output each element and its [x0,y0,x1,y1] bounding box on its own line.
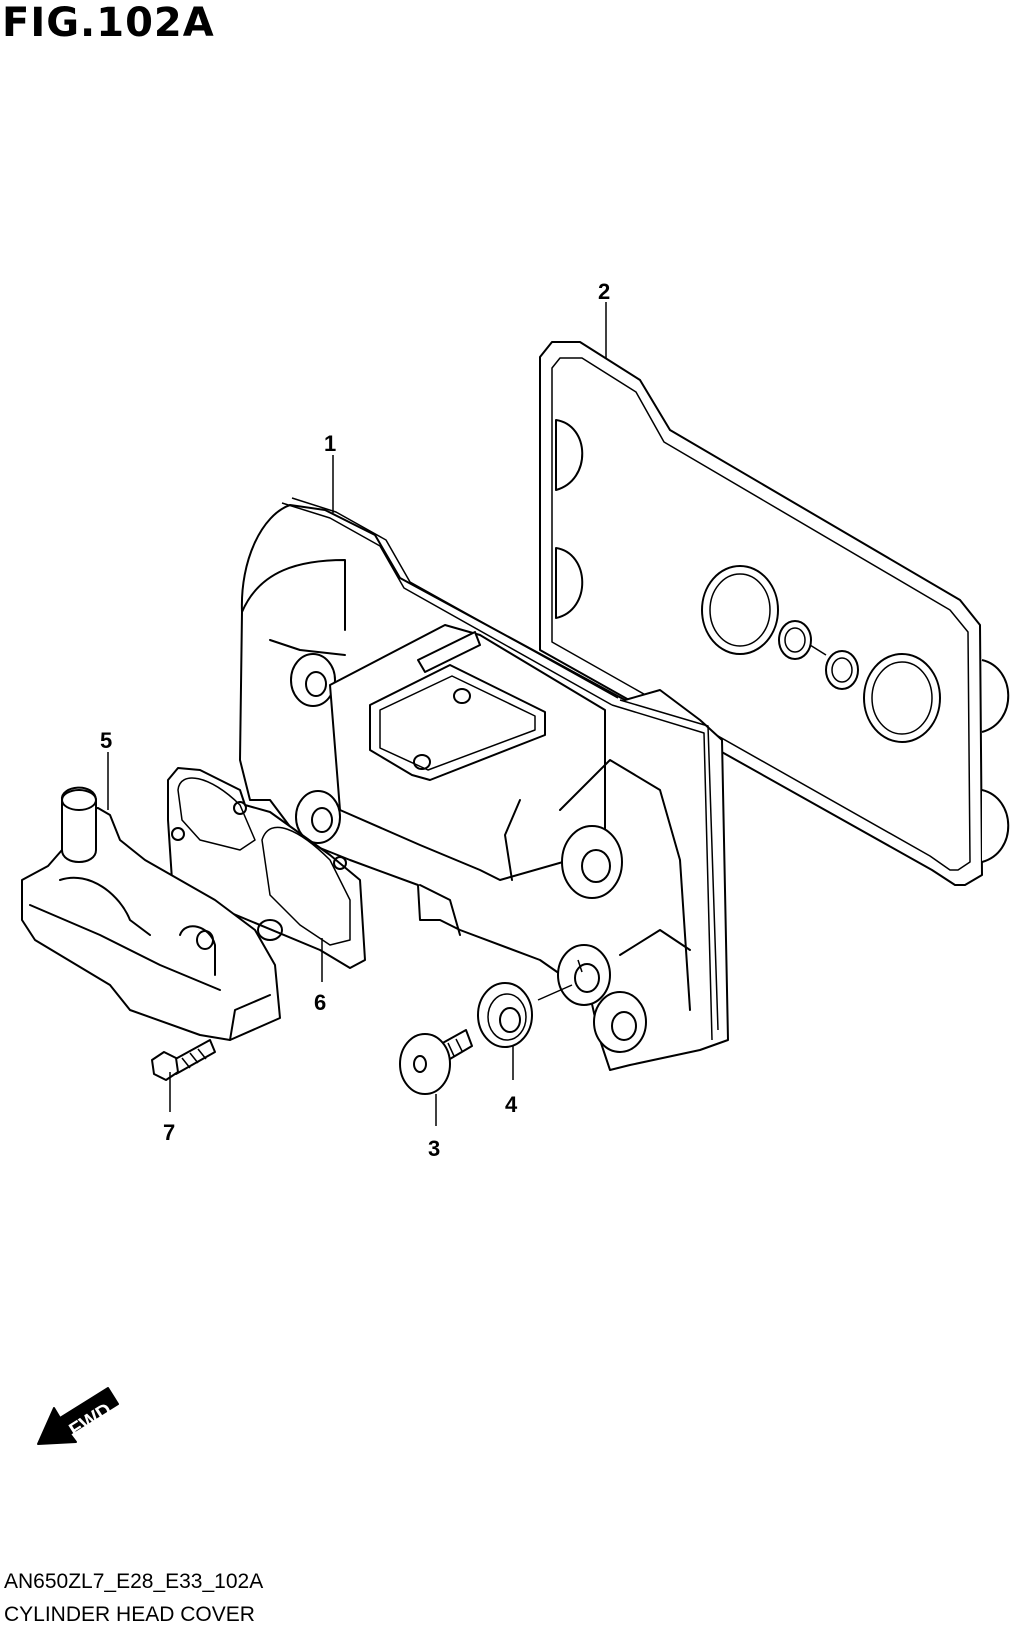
part-1-cylinder-head-cover[interactable] [239,497,729,1071]
callout-4: 4 [505,1092,518,1117]
callout-6: 6 [314,990,326,1015]
part-2-gasket[interactable] [539,341,1010,886]
fwd-arrow-icon: FWD [37,1387,119,1445]
figure-title: FIG.102A [2,0,215,46]
part-4-seal-washer[interactable] [477,982,533,1048]
callout-7: 7 [163,1120,175,1145]
callout-1: 1 [324,431,336,456]
figure-code: AN650ZL7_E28_E33_102A [4,1570,264,1593]
leader-lines [107,302,607,1126]
callout-3: 3 [428,1136,440,1161]
callout-2: 2 [598,279,610,304]
callout-5: 5 [100,728,112,753]
part-5-breather-cover[interactable] [21,786,281,1041]
part-7-bolt[interactable] [151,1039,216,1081]
figure-caption: CYLINDER HEAD COVER [4,1603,255,1626]
part-3-bolt[interactable] [399,1029,473,1095]
